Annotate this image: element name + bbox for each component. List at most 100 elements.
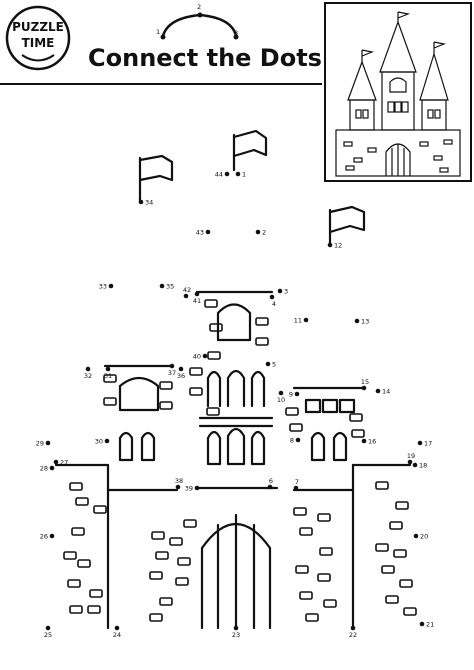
dot-label: 30 [95,438,103,446]
dot-label: 29 [36,440,44,448]
dot-5 [265,361,271,367]
dot-label: 19 [407,452,415,460]
dot-label: 3 [284,288,288,296]
dot-label: 25 [44,631,52,639]
dot-22 [350,625,356,631]
dot-label: 21 [426,621,434,629]
logo-line2: TIME [22,36,55,50]
dot-11 [303,317,309,323]
dot-label: 10 [277,396,285,404]
dot-label: 41 [193,297,201,305]
dot-label: 28 [40,465,48,473]
dot-label: 39 [185,485,193,493]
dot-30 [104,438,110,444]
dot-6 [267,484,273,490]
dot-31 [105,366,111,372]
dot-label: 12 [334,242,342,250]
dot-10 [278,390,284,396]
dot-14 [375,388,381,394]
dot-32 [85,366,91,372]
dot-25 [45,625,51,631]
dot-27 [53,459,59,465]
dot-label: 6 [269,477,273,485]
dot-label: 27 [60,459,68,467]
dot-37 [169,363,175,369]
bricks [63,299,417,622]
dot-label: 8 [290,437,294,445]
page-title: Connect the Dots [88,44,322,72]
dot-29 [45,440,51,446]
dot-label: 4 [272,300,276,308]
dot-label: 20 [420,533,428,541]
dot-17 [417,440,423,446]
dot-21 [419,621,425,627]
dot-13 [354,318,360,324]
dot-label: 43 [196,229,204,237]
example-arc: 1 2 3 [156,3,239,40]
dot-label: 7 [295,478,299,486]
dot-1 [235,171,241,177]
dot-label: 44 [215,171,223,179]
dot-41 [194,291,200,297]
dot-label: 40 [193,353,201,361]
dot-9 [294,391,300,397]
dot-label: 9 [289,391,293,399]
dot-label: 38 [175,477,183,485]
dot-label: 34 [145,199,153,207]
dot-28 [49,465,55,471]
dot-label: 13 [361,318,369,326]
dot-label: 1 [242,171,246,179]
dot-7 [293,485,299,491]
dot-label: 16 [368,438,376,446]
header-graphics: PUZZLE TIME 1 2 3 [0,3,322,85]
dot-label: 2 [262,229,266,237]
example-number-2: 2 [197,3,201,11]
dot-label: 15 [361,378,369,386]
dot-16 [361,438,367,444]
dot-4 [269,294,275,300]
dot-label: 31 [104,372,112,380]
dot-label: 17 [424,440,432,448]
dot-43 [205,229,211,235]
dot-label: 26 [40,533,48,541]
dot-42 [183,293,189,299]
dot-18 [412,462,418,468]
dot-label: 5 [272,361,276,369]
dot-label: 24 [113,631,121,639]
dot-34 [138,199,144,205]
example-number-3: 3 [234,29,238,37]
dot-label: 42 [183,286,191,294]
dot-44 [224,171,230,177]
dot-label: 35 [166,283,174,291]
dot-label: 14 [382,388,390,396]
dot-2 [255,229,261,235]
dot-33 [108,283,114,289]
dot-40 [202,353,208,359]
dot-23 [233,625,239,631]
example-number-1: 1 [156,28,160,36]
dot-label: 32 [84,372,92,380]
flag-icon [138,154,174,204]
logo-line1: PUZZLE [12,20,64,34]
dot-label: 22 [349,631,357,639]
dot-label: 37 [168,369,176,377]
dot-19 [407,459,413,465]
castle-preview-image [324,2,472,182]
dot-8 [295,437,301,443]
dot-39 [194,485,200,491]
puzzle-time-logo: PUZZLE TIME [5,5,71,71]
dot-35 [159,283,165,289]
dot-label: 23 [232,631,240,639]
dot-20 [413,533,419,539]
flag-icon [328,205,366,246]
dot-15 [361,385,367,391]
dot-3 [277,288,283,294]
dot-38 [175,484,181,490]
dot-36 [178,366,184,372]
dot-label: 11 [294,317,302,325]
dot-26 [49,533,55,539]
dot-label: 18 [419,462,427,470]
